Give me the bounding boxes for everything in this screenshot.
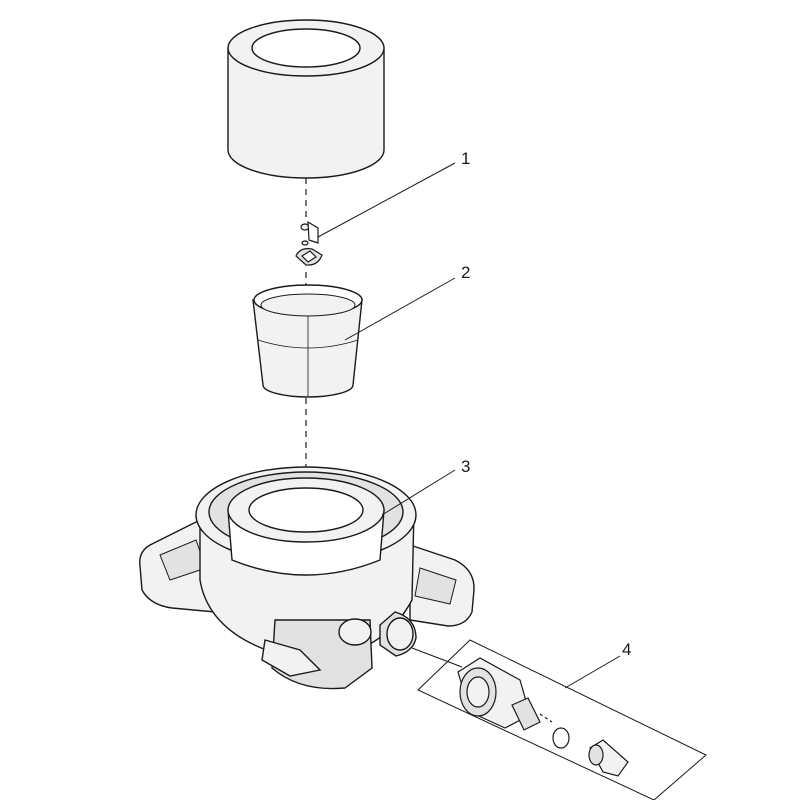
fastener-part bbox=[295, 220, 323, 266]
connector-kit bbox=[411, 639, 707, 801]
callout-2: 2 bbox=[461, 263, 470, 282]
leader-lines bbox=[317, 162, 621, 689]
callout-3: 3 bbox=[461, 457, 470, 476]
base-housing bbox=[139, 466, 475, 690]
callout-1: 1 bbox=[461, 149, 470, 168]
callout-4: 4 bbox=[622, 640, 631, 659]
filter-foam-cylinder bbox=[227, 19, 385, 179]
cup-filter bbox=[252, 284, 363, 398]
